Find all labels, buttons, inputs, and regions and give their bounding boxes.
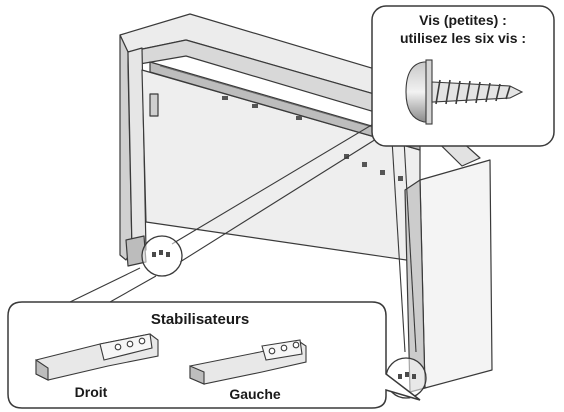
stabilizer-right-label: Droit (56, 384, 126, 400)
left-screw-spot-circle (142, 236, 182, 276)
right-side-panel (420, 160, 492, 388)
left-bracket (150, 94, 158, 116)
screws-callout-line1: Vis (petites) : (372, 12, 554, 28)
stabilizer-left-label: Gauche (210, 386, 300, 402)
stabilizers-title: Stabilisateurs (100, 311, 300, 328)
screws-callout-line2: utilisez les six vis : (372, 30, 554, 46)
